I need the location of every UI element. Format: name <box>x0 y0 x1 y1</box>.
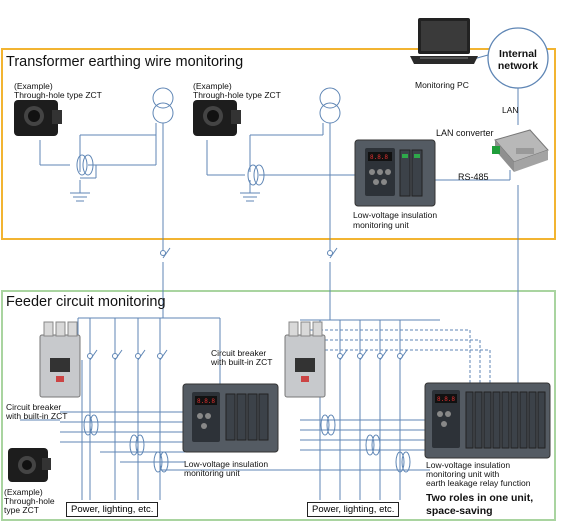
zct-device-bottom <box>8 448 51 482</box>
internal-network-circle <box>487 27 549 89</box>
zct-type-label-2: Through-hole type ZCT <box>193 90 281 100</box>
lan-converter-label: LAN converter <box>436 128 494 138</box>
breaker-zct-label-b-2: with built-in ZCT <box>6 411 68 421</box>
inter-section-wiring <box>160 240 338 300</box>
feeder-section-frame <box>1 290 556 521</box>
middle-unit-label-2: monitoring unit <box>184 468 240 478</box>
circuit-breaker-left <box>39 321 81 398</box>
tagline-line-2: space-saving <box>426 505 493 517</box>
svg-text:8.8.8: 8.8.8 <box>370 154 388 161</box>
right-unit-label-1: Low-voltage insulation <box>426 460 511 470</box>
svg-text:8.8.8: 8.8.8 <box>197 398 215 405</box>
lan-converter-icon <box>492 129 549 172</box>
breaker-zct-label-b-1: Circuit breaker <box>6 402 62 412</box>
right-unit-label-3: earth leakage relay function <box>426 478 531 488</box>
top-unit-label-1: Low-voltage insulation <box>353 210 438 220</box>
loads-box-right: Power, lighting, etc. <box>307 502 400 517</box>
dashed-wiring <box>310 329 491 385</box>
top-monitoring-unit: 8.8.8 <box>354 139 436 207</box>
zct-example-label-1: (Example) <box>14 81 53 91</box>
feeder-section-title: Feeder circuit monitoring <box>6 294 166 310</box>
right-unit-label-2: monitoring unit with <box>426 469 500 479</box>
breaker-zct-label-a-1: Circuit breaker <box>211 348 267 358</box>
rs485-label: RS-485 <box>458 172 489 182</box>
zct-example-label-2: (Example) <box>193 81 232 91</box>
transformer-section-frame <box>1 48 556 240</box>
top-wiring <box>39 54 519 385</box>
internal-network-label-line: Internal network <box>497 48 539 72</box>
feeder-zcts <box>83 414 411 473</box>
zct-type-label-3b: type ZCT <box>4 505 39 515</box>
loads-box-left: Power, lighting, etc. <box>66 502 159 517</box>
lan-label: LAN <box>502 105 519 115</box>
svg-text:8.8.8: 8.8.8 <box>437 396 455 403</box>
tagline-line-1: Two roles in one unit, <box>426 492 534 504</box>
zct-device-top-2 <box>193 100 241 136</box>
breaker-zct-label-a-2: with built-in ZCT <box>211 357 273 367</box>
feeder-switches <box>87 349 408 361</box>
laptop-icon <box>410 18 478 64</box>
middle-unit-label-1: Low-voltage insulation <box>184 459 269 469</box>
zct-example-label-3: (Example) <box>4 487 43 497</box>
transformer-section-title: Transformer earthing wire monitoring <box>6 54 244 70</box>
top-unit-label-2: monitoring unit <box>353 220 409 230</box>
monitoring-pc-label: Monitoring PC <box>415 80 469 90</box>
right-monitoring-unit: 8.8.8 <box>424 382 551 459</box>
middle-monitoring-unit: 8.8.8 <box>182 383 279 453</box>
zct-device-top-1 <box>14 100 62 136</box>
zct-type-label-3a: Through-hole <box>4 496 55 506</box>
circuit-breaker-right <box>284 321 326 398</box>
zct-type-label-1: Through-hole type ZCT <box>14 90 102 100</box>
